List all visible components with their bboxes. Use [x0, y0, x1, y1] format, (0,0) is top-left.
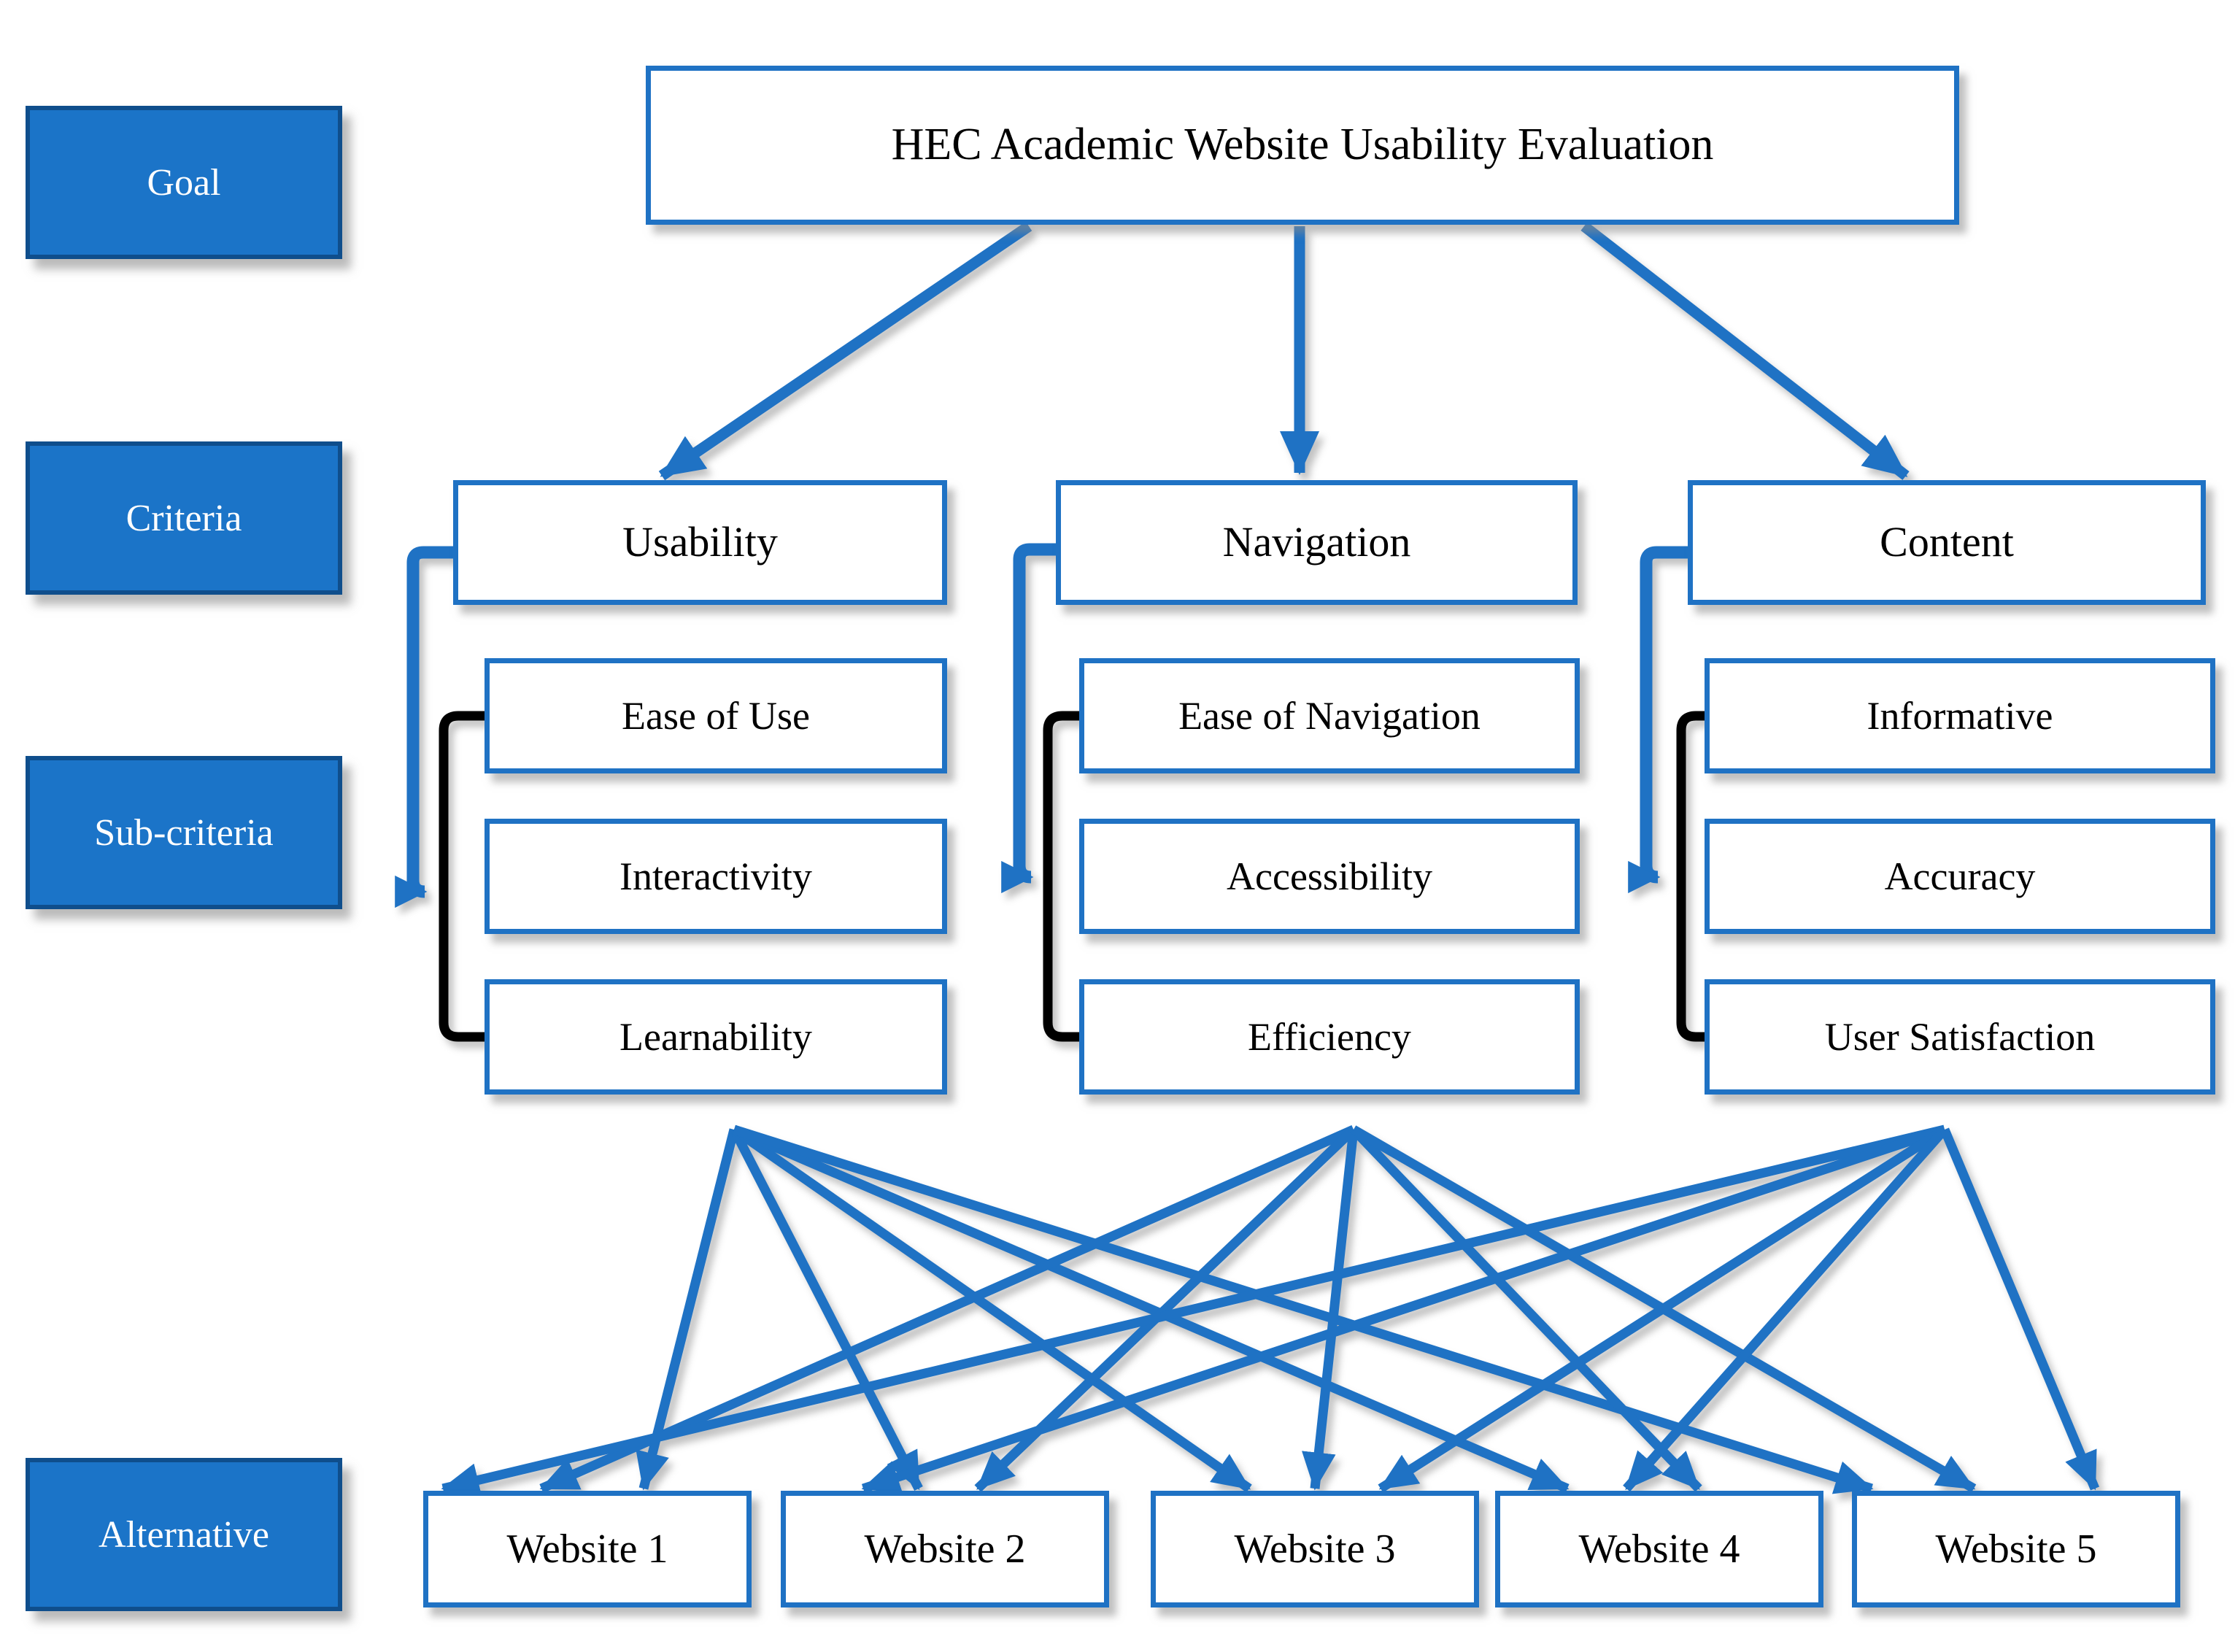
subcriteria-box-interactivity: Interactivity — [485, 819, 947, 934]
fan-arrow-group3-to-website1 — [441, 1124, 1946, 1497]
content-subcriteria-bracket — [1676, 711, 1705, 1042]
criteria-box-navigation: Navigation — [1056, 480, 1578, 605]
subcriteria-box-efficiency: Efficiency — [1079, 979, 1580, 1095]
criteria-level-label: Criteria — [26, 441, 342, 595]
goal-to-content-arrow — [1580, 222, 1910, 480]
usability-subcriteria-bracket — [439, 711, 485, 1042]
subcriteria-box-learnability: Learnability — [485, 979, 947, 1095]
subcriteria-box-accessibility: Accessibility — [1079, 819, 1580, 934]
usability-to-subcriteria-elbow-arrow — [395, 546, 456, 908]
subcriteria-box-ease-of-navigation: Ease of Navigation — [1079, 658, 1580, 773]
subcriteria-box-user-satisfaction: User Satisfaction — [1705, 979, 2215, 1095]
fan-arrow-group1-to-website3 — [731, 1125, 1252, 1493]
alternative-box-website-3: Website 3 — [1151, 1491, 1479, 1607]
goal-box: HEC Academic Website Usability Evaluatio… — [646, 66, 1959, 225]
alternative-box-website-2: Website 2 — [781, 1491, 1109, 1607]
alternative-level-label: Alternative — [26, 1458, 342, 1611]
fan-arrow-group2-to-website4 — [1350, 1126, 1702, 1492]
goal-to-usability-arrow — [658, 221, 1032, 481]
alternative-box-website-5: Website 5 — [1852, 1491, 2180, 1607]
fan-arrow-group1-to-website2 — [730, 1127, 923, 1491]
fan-arrow-group2-to-website3 — [1302, 1129, 1359, 1491]
subcriteria-to-alternatives-arrows — [441, 1124, 2099, 1497]
content-to-subcriteria-elbow-arrow — [1628, 546, 1691, 894]
fan-arrow-group1-to-website4 — [732, 1125, 1570, 1493]
subcriteria-level-label: Sub-criteria — [26, 756, 342, 909]
criteria-box-content: Content — [1688, 480, 2206, 605]
criteria-box-usability: Usability — [453, 480, 947, 605]
navigation-subcriteria-bracket — [1043, 711, 1079, 1042]
navigation-to-subcriteria-elbow-arrow — [1001, 543, 1059, 894]
subcriteria-box-accuracy: Accuracy — [1705, 819, 2215, 934]
alternative-box-website-4: Website 4 — [1495, 1491, 1823, 1607]
fan-arrow-group3-to-website4 — [1623, 1126, 1948, 1492]
fan-arrow-group3-to-website3 — [1378, 1125, 1948, 1493]
subcriteria-box-ease-of-use: Ease of Use — [485, 658, 947, 773]
subcriteria-box-informative: Informative — [1705, 658, 2215, 773]
goal-level-label: Goal — [26, 106, 342, 259]
fan-arrow-group3-to-website2 — [861, 1124, 1947, 1494]
alternative-box-website-1: Website 1 — [423, 1491, 752, 1607]
fan-arrow-group3-to-website5 — [1940, 1127, 2099, 1491]
fan-arrow-group1-to-website1 — [636, 1128, 739, 1491]
